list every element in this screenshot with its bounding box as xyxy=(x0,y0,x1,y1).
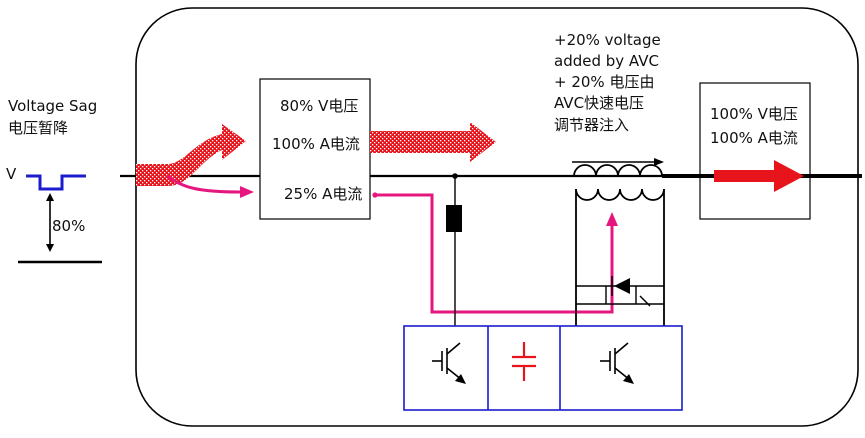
avc-note-line-3: + 20% 电压由 xyxy=(554,73,655,91)
igbt-left-arrow xyxy=(455,374,466,384)
branch-node xyxy=(372,192,378,198)
avc-note-line-5: 调节器注入 xyxy=(554,116,630,134)
input-current-label: 100% A电流 xyxy=(272,135,360,153)
transformer-icon xyxy=(573,164,665,326)
branch-arrow-head-1 xyxy=(240,186,254,198)
thyristor-bypass xyxy=(576,276,664,307)
output-current-label: 100% A电流 xyxy=(710,129,798,147)
main-current-arrow xyxy=(136,122,496,186)
igbt-right-arrow xyxy=(623,374,634,384)
sag-waveform xyxy=(26,174,86,191)
converter-block xyxy=(403,325,683,411)
output-current-arrow xyxy=(714,160,804,192)
avc-note-line-1: +20% voltage xyxy=(554,31,661,49)
output-measure-box xyxy=(699,82,811,220)
input-measure-box xyxy=(259,78,371,220)
sag-title: Voltage Sag xyxy=(8,97,98,115)
igbt-right-icon xyxy=(600,342,631,381)
branch-current-label: 25% A电流 xyxy=(284,185,363,203)
avc-note-line-2: added by AVC xyxy=(554,52,659,70)
shunt-branch xyxy=(446,173,462,326)
output-voltage-label: 100% V电压 xyxy=(710,105,798,123)
inductor-icon xyxy=(446,205,462,232)
thyristor-icon xyxy=(614,278,630,294)
avc-note-line-4: AVC快速电压 xyxy=(554,94,645,112)
input-voltage-label: 80% V电压 xyxy=(280,97,359,115)
voltage-label: V xyxy=(6,165,17,183)
sag-subtitle: 电压暂降 xyxy=(8,119,69,137)
transformer-direction-arrow xyxy=(572,158,664,166)
device-enclosure xyxy=(135,7,859,427)
sag-depth-label: 80% xyxy=(52,217,86,235)
branch-arrow-head-2 xyxy=(606,212,618,226)
branch-current-path xyxy=(167,174,614,314)
sag-depth-arrow xyxy=(46,193,54,252)
capacitor-icon xyxy=(512,342,536,381)
